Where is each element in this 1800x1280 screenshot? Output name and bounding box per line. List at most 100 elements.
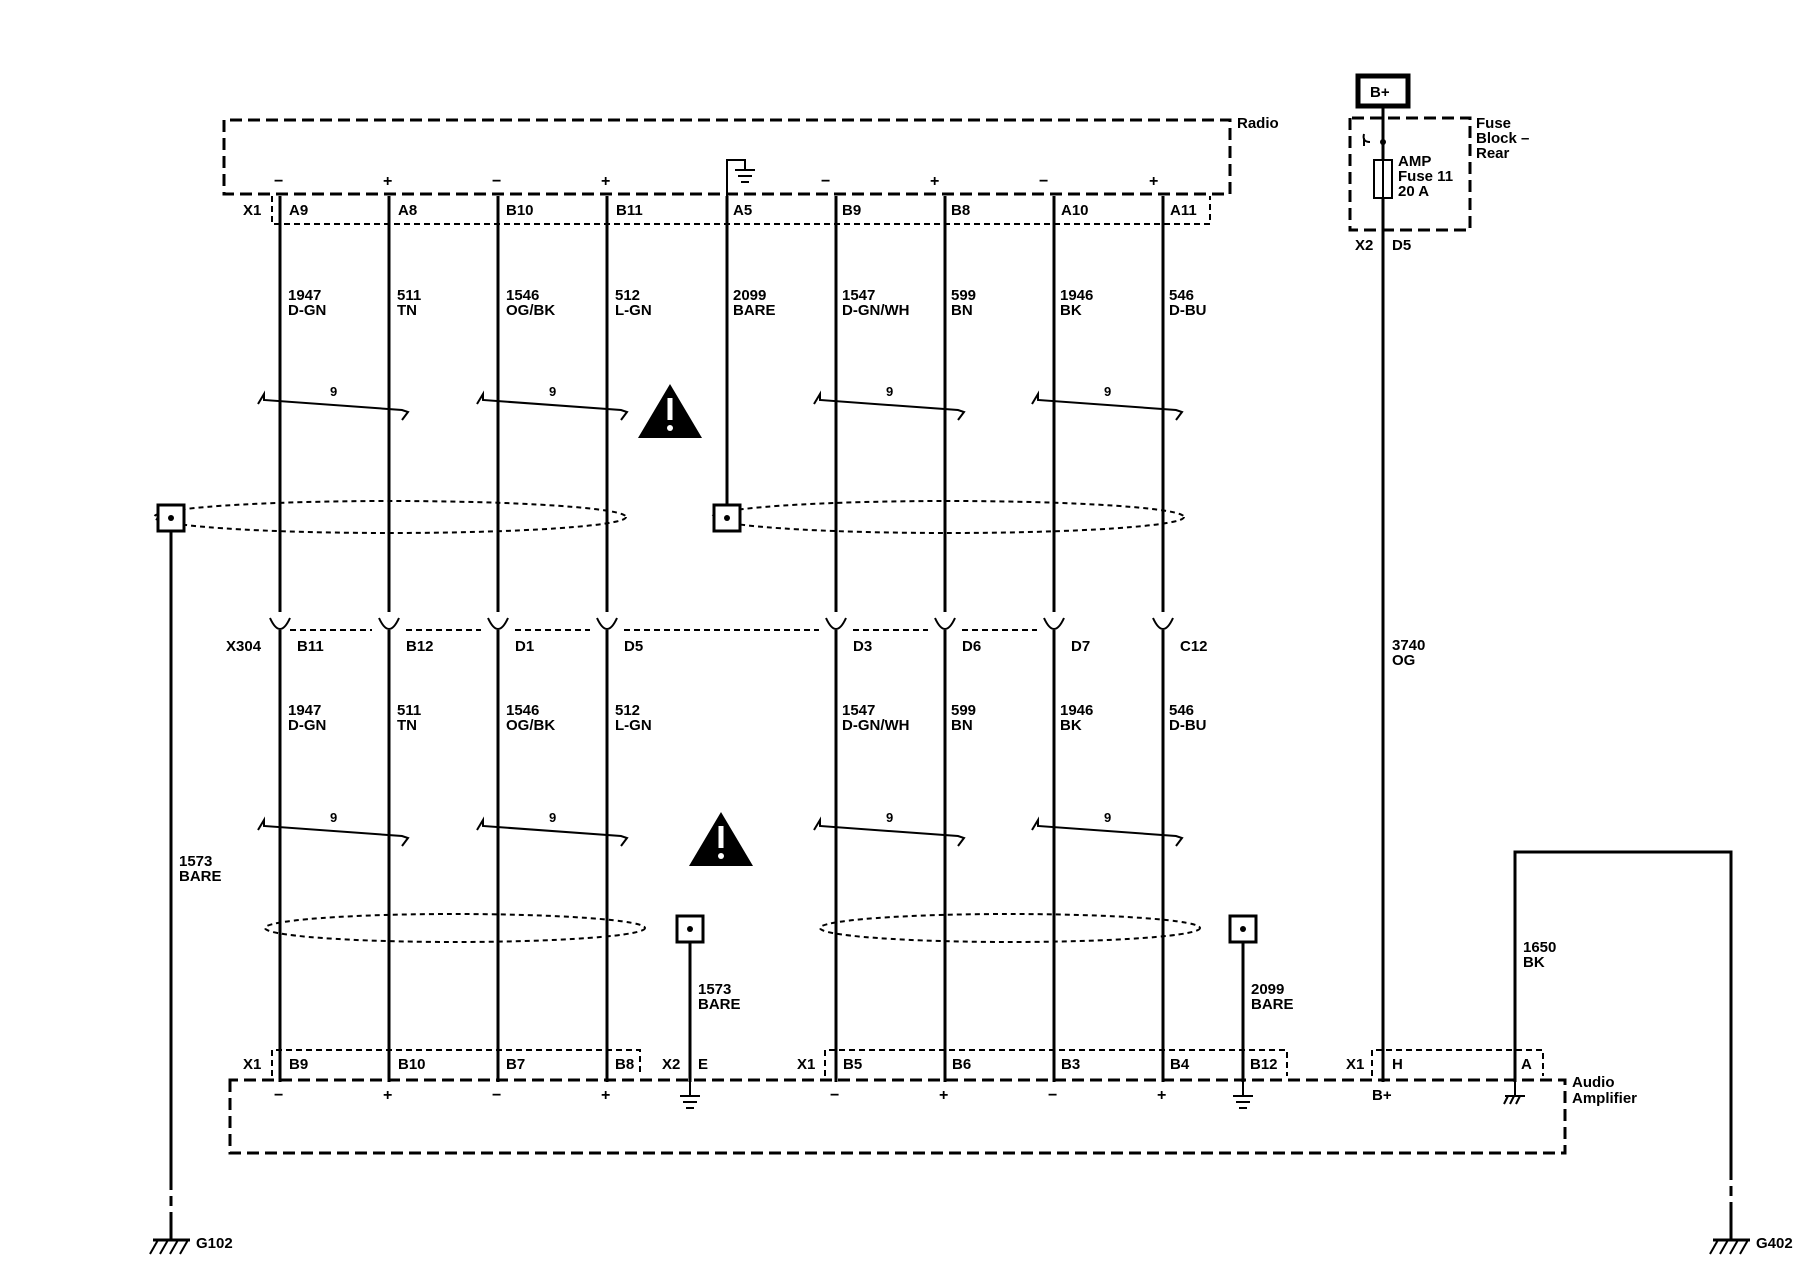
radio-pin: A9 <box>289 202 308 219</box>
polarity-sign: + <box>939 1087 948 1104</box>
wire-color: BK <box>1060 302 1082 319</box>
wire-circuit: 1573 <box>179 853 212 870</box>
wire-color: BARE <box>733 302 776 319</box>
polarity-sign: + <box>383 1087 392 1104</box>
amp-pin: B7 <box>506 1056 525 1073</box>
fuse-pin: D5 <box>1392 237 1411 254</box>
radio-label: Radio <box>1237 115 1279 132</box>
twist-label: 9 <box>549 810 556 825</box>
ground-icon <box>680 1082 700 1109</box>
wire-color: OG <box>1392 652 1415 669</box>
wire-color: BK <box>1523 954 1545 971</box>
amp-ground-wire: 1650 BK <box>1513 850 1733 1212</box>
amp-pin: B10 <box>398 1056 426 1073</box>
fuse-label: Fuse 11 <box>1398 168 1453 185</box>
wire-circuit: 1946 <box>1060 287 1093 304</box>
inline-pin: B12 <box>406 638 434 655</box>
amp-pin: B9 <box>289 1056 308 1073</box>
amp-connector-label: X1 <box>243 1056 261 1073</box>
polarity-sign: + <box>383 173 392 190</box>
radio-pin: A8 <box>398 202 417 219</box>
fuse-label: AMP <box>1398 153 1431 170</box>
amp-connector-label: X1 <box>1346 1056 1364 1073</box>
wire-color: D-GN/WH <box>842 717 910 734</box>
polarity-sign: + <box>1157 1087 1166 1104</box>
radio-pin: A10 <box>1061 202 1089 219</box>
inline-pin: D1 <box>515 638 534 655</box>
wire-color: BARE <box>698 996 741 1013</box>
wire-circuit: 512 <box>615 287 640 304</box>
inline-pin: D7 <box>1071 638 1090 655</box>
wire-circuit: 3740 <box>1392 637 1425 654</box>
polarity-sign: + <box>601 1087 610 1104</box>
lower-wires <box>278 630 1165 1082</box>
polarity-sign: − <box>274 1087 283 1104</box>
amp-pin: B12 <box>1250 1056 1278 1073</box>
wire-circuit: 1547 <box>842 287 875 304</box>
amplifier-label: Amplifier <box>1572 1090 1637 1107</box>
lower-wire-labels: 1947 D-GN 511 TN 1546 OG/BK 512 L-GN 154… <box>288 702 1207 734</box>
chassis-ground-icon <box>1503 1082 1525 1105</box>
inline-connector-label: X304 <box>226 638 262 655</box>
lower-twist-markers: 9 9 9 9 <box>257 810 1184 847</box>
fuse-label: 20 A <box>1398 183 1429 200</box>
ground-label: G102 <box>196 1235 233 1252</box>
wire-color: BN <box>951 302 973 319</box>
twist-label: 9 <box>1104 810 1111 825</box>
wire-color: D-GN/WH <box>842 302 910 319</box>
ground-icon <box>1233 1082 1253 1109</box>
amp-pin: B5 <box>843 1056 862 1073</box>
radio-pin: B8 <box>951 202 970 219</box>
wire-color: D-GN <box>288 717 326 734</box>
wire-color: TN <box>397 302 417 319</box>
ground-g102: G102 <box>149 1212 233 1255</box>
wire-color: BARE <box>1251 996 1294 1013</box>
audio-amplifier: Audio Amplifier X1 B9 B10 B7 B8 X2 E X1 … <box>228 1049 1637 1155</box>
polarity-sign: + <box>601 173 610 190</box>
wire-color: D-GN <box>288 302 326 319</box>
polarity-sign: − <box>830 1087 839 1104</box>
inline-pin: B11 <box>297 638 324 655</box>
wire-circuit: 1947 <box>288 702 321 719</box>
polarity-sign: − <box>821 173 830 190</box>
wire-circuit: 1947 <box>288 287 321 304</box>
fuse-connector-label: X2 <box>1355 237 1373 254</box>
radio-pin: A5 <box>733 202 752 219</box>
polarity-sign: − <box>492 173 501 190</box>
wire-color: OG/BK <box>506 302 555 319</box>
polarity-sign: − <box>1048 1087 1057 1104</box>
amp-pin: B4 <box>1170 1056 1190 1073</box>
amp-pin: E <box>698 1056 708 1073</box>
wire-color: BN <box>951 717 973 734</box>
polarity-sign: + <box>930 173 939 190</box>
polarity-sign: − <box>492 1087 501 1104</box>
wire-color: TN <box>397 717 417 734</box>
radio-pin: B11 <box>616 202 643 219</box>
wire-circuit: 512 <box>615 702 640 719</box>
wire-circuit: 1573 <box>698 981 731 998</box>
wire-color: BK <box>1060 717 1082 734</box>
radio-connector-label: X1 <box>243 202 261 219</box>
ground-label: G402 <box>1756 1235 1793 1252</box>
fuse-block-label: Rear <box>1476 145 1510 162</box>
wire-circuit: 2099 <box>733 287 766 304</box>
amp-power-label: B+ <box>1372 1087 1392 1104</box>
wire-circuit: 1546 <box>506 702 539 719</box>
wire-circuit: 546 <box>1169 702 1194 719</box>
wire-circuit: 599 <box>951 702 976 719</box>
fuse-block: B+ AMP Fuse 11 20 A Fuse Block – Rear X2… <box>1348 73 1529 1082</box>
radio-component: Radio X1 A9 A8 B10 B11 A5 B9 B8 A10 A11 … <box>222 115 1279 225</box>
wire-circuit: 546 <box>1169 287 1194 304</box>
amp-pin: A <box>1521 1056 1532 1073</box>
wire-circuit: 511 <box>397 287 421 304</box>
inline-pin: D5 <box>624 638 643 655</box>
twist-label: 9 <box>886 384 893 399</box>
wire-circuit: 2099 <box>1251 981 1284 998</box>
radio-ground-icon <box>726 159 755 198</box>
amp-connector-label: X2 <box>662 1056 680 1073</box>
inline-pin: C12 <box>1180 638 1208 655</box>
wire-circuit: 511 <box>397 702 421 719</box>
amp-pin: B6 <box>952 1056 971 1073</box>
wire-circuit: 599 <box>951 287 976 304</box>
fuse-block-label: Block – <box>1476 130 1529 147</box>
